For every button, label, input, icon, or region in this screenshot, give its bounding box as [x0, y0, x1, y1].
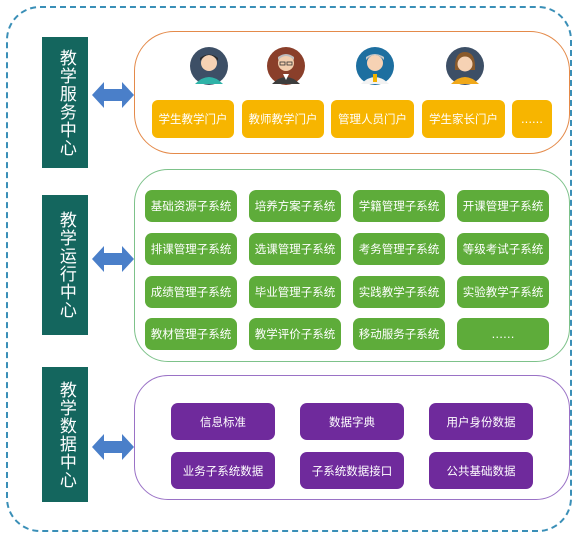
subsystem-chip[interactable]: 实践教学子系统 [353, 276, 445, 308]
subsystem-label: 培养方案子系统 [254, 199, 336, 213]
data-chip[interactable]: 子系统数据接口 [300, 452, 404, 489]
subsystem-chip[interactable]: 基础资源子系统 [145, 190, 237, 222]
subsystem-chip[interactable]: 教学评价子系统 [249, 318, 341, 350]
subsystem-label: 实践教学子系统 [358, 285, 440, 299]
service-center-title: 教学服务中心 [55, 48, 76, 157]
data-label: 业务子系统数据 [182, 463, 264, 478]
subsystem-label: 选课管理子系统 [254, 242, 336, 256]
service-double-arrow-icon [92, 82, 134, 108]
data-label: 数据字典 [329, 414, 375, 429]
portal-chip[interactable]: ...... [512, 100, 552, 138]
subsystem-chip[interactable]: 培养方案子系统 [249, 190, 341, 222]
subsystem-label: 排课管理子系统 [150, 242, 232, 256]
subsystem-chip[interactable]: 毕业管理子系统 [249, 276, 341, 308]
subsystem-label: 教学评价子系统 [254, 327, 336, 341]
admin-avatar-icon [356, 47, 394, 85]
subsystem-label: 移动服务子系统 [358, 327, 440, 341]
portal-label: 学生教学门户 [158, 112, 228, 126]
subsystem-label: 等级考试子系统 [462, 242, 544, 256]
teacher-avatar-icon [267, 47, 305, 85]
portal-label: 学生家长门户 [429, 112, 498, 126]
operation-center-title: 教学运行中心 [55, 211, 76, 319]
parent-avatar-icon [446, 47, 484, 85]
subsystem-label: 基础资源子系统 [150, 199, 232, 213]
subsystem-chip[interactable]: 开课管理子系统 [457, 190, 549, 222]
architecture-frame [6, 6, 572, 532]
student-avatar-icon [190, 47, 228, 85]
portal-chip[interactable]: 学生家长门户 [422, 100, 505, 138]
data-label: 公共基础数据 [446, 463, 516, 478]
data-label: 子系统数据接口 [311, 463, 393, 478]
subsystem-label: 教材管理子系统 [150, 327, 232, 341]
data-chip[interactable]: 信息标准 [171, 403, 275, 440]
portal-chip[interactable]: 管理人员门户 [331, 100, 414, 138]
portal-chip[interactable]: 教师教学门户 [242, 100, 324, 138]
subsystem-label: 毕业管理子系统 [254, 285, 336, 299]
data-chip[interactable]: 业务子系统数据 [171, 452, 275, 489]
data-center-label: 教学数据中心 [42, 367, 88, 502]
data-center-title: 教学数据中心 [55, 380, 76, 489]
data-label: 信息标准 [200, 414, 246, 429]
subsystem-chip[interactable]: 成绩管理子系统 [145, 276, 237, 308]
portal-chip[interactable]: 学生教学门户 [152, 100, 234, 138]
data-chip[interactable]: 用户身份数据 [429, 403, 533, 440]
subsystem-label: 实验教学子系统 [462, 285, 544, 299]
subsystem-chip[interactable]: 实验教学子系统 [457, 276, 549, 308]
subsystem-chip[interactable]: 考务管理子系统 [353, 233, 445, 265]
operation-center-label: 教学运行中心 [42, 195, 88, 335]
data-label: 用户身份数据 [446, 414, 516, 429]
subsystem-chip[interactable]: 教材管理子系统 [145, 318, 237, 350]
service-center-label: 教学服务中心 [42, 37, 88, 168]
subsystem-label: 成绩管理子系统 [150, 285, 232, 299]
subsystem-chip[interactable]: 排课管理子系统 [145, 233, 237, 265]
subsystem-label: 学籍管理子系统 [358, 199, 440, 213]
subsystem-chip[interactable]: 等级考试子系统 [457, 233, 549, 265]
subsystem-chip[interactable]: 选课管理子系统 [249, 233, 341, 265]
subsystem-chip[interactable]: 学籍管理子系统 [353, 190, 445, 222]
subsystem-chip[interactable]: 移动服务子系统 [353, 318, 445, 350]
subsystem-label: 考务管理子系统 [358, 242, 440, 256]
operation-double-arrow-icon [92, 246, 134, 272]
subsystem-label: 开课管理子系统 [462, 199, 544, 213]
data-chip[interactable]: 公共基础数据 [429, 452, 533, 489]
portal-label: 管理人员门户 [338, 112, 407, 126]
portal-label: ...... [521, 112, 543, 126]
subsystem-label: …… [491, 327, 515, 341]
subsystem-chip[interactable]: …… [457, 318, 549, 350]
data-chip[interactable]: 数据字典 [300, 403, 404, 440]
portal-label: 教师教学门户 [248, 112, 318, 126]
data-double-arrow-icon [92, 434, 134, 460]
